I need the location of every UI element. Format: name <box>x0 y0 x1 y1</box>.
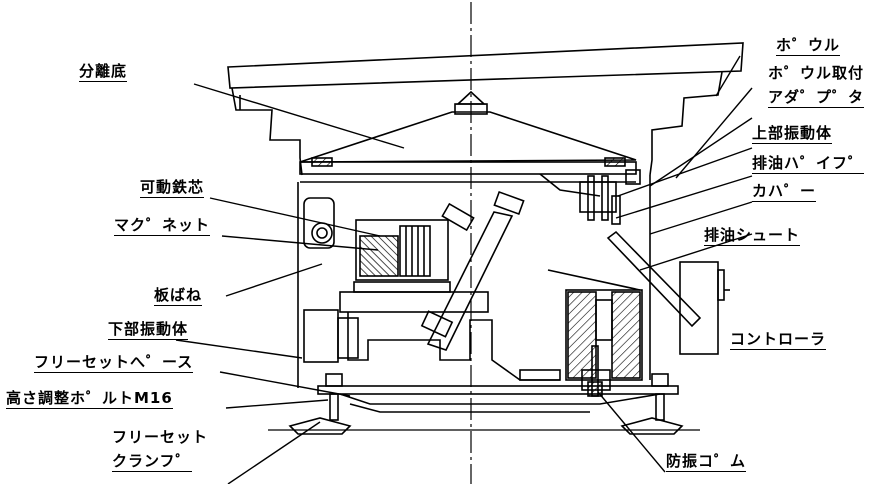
lower-mass <box>547 269 643 381</box>
leader-lines <box>175 55 753 485</box>
label-bowl: ホ゜ウル <box>776 36 841 56</box>
label-movable-core: 可動鉄芯 <box>140 178 205 198</box>
label-freeset-clamp-line2: クランフ゜ <box>112 452 192 472</box>
leaf-spring-shape <box>420 190 525 351</box>
label-freeset-clamp-line1: フリーセット <box>112 428 209 446</box>
bowl-shape <box>227 42 744 176</box>
lower-frame <box>347 312 561 381</box>
oil-chute-shape <box>606 230 702 328</box>
label-vibration-rubber: 防振コ゜ム <box>666 452 747 472</box>
oil-pipe-shape <box>579 169 641 225</box>
label-magnet: マク゜ネット <box>114 216 211 236</box>
label-leaf-spring: 板ばね <box>154 286 203 306</box>
label-separation-bottom: 分離底 <box>79 62 128 82</box>
label-freeset-base: フリーセットへ゜ース <box>34 353 194 373</box>
controller-box <box>679 261 730 355</box>
label-lower-vibrator: 下部振動体 <box>108 320 189 340</box>
label-bowl-adapter-line1: ホ゜ウル取付 <box>768 64 865 82</box>
separation-bottom-shape <box>299 90 637 163</box>
label-oil-drain-pipe: 排油ハ゜イフ゜ <box>752 154 865 174</box>
freeset-base-shape <box>317 385 679 413</box>
upper-vibrator-plate <box>299 157 637 197</box>
magnet-assembly <box>339 219 489 313</box>
label-oil-drain-chute: 排油シュート <box>704 226 801 246</box>
height-bolts <box>268 373 700 435</box>
label-bowl-adapter-line2: アダ゜プ゜タ <box>768 88 865 108</box>
label-controller: コントローラ <box>730 330 827 350</box>
label-height-bolt: 高さ調整ホ゜ルトM16 <box>6 389 173 409</box>
label-upper-vibrator: 上部振動体 <box>752 124 833 144</box>
label-cover: カハ゜ー <box>752 182 817 202</box>
